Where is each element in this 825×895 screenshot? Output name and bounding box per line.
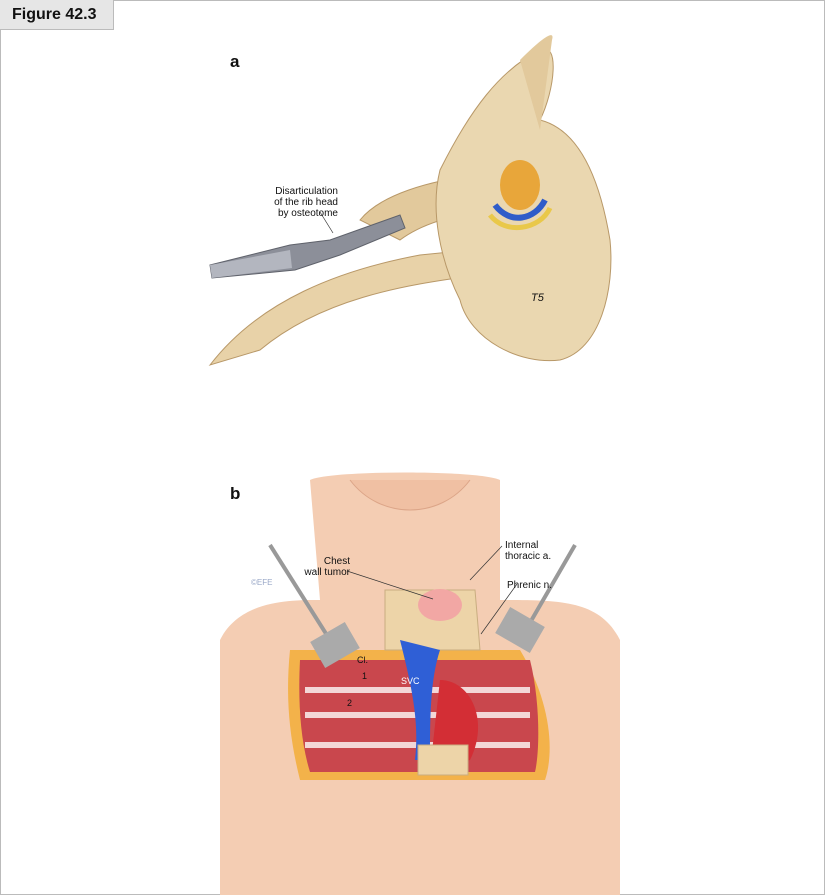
figure-title: Figure 42.3 xyxy=(0,0,114,30)
callout-tumor-line-2: wall tumor xyxy=(304,567,350,578)
callout-disarticulation: Disarticulation of the rib head by osteo… xyxy=(262,186,338,219)
callout-line-3: by osteotome xyxy=(277,208,338,219)
callout-line xyxy=(319,211,334,234)
callout-internal-thoracic: Internal thoracic a. xyxy=(505,540,551,562)
copyright-mark: ©EFE xyxy=(251,578,273,587)
panel-a-illustration xyxy=(208,35,612,366)
callout-artery-line-1: Internal xyxy=(505,540,539,551)
callout-artery-line-2: thoracic a. xyxy=(505,551,552,562)
callout-chest-wall-tumor: Chest wall tumor xyxy=(300,556,350,578)
label-clavicle: Cl. xyxy=(357,655,368,665)
panel-b-illustration xyxy=(220,472,620,895)
callout-lines xyxy=(346,545,518,635)
callout-line-2: of the rib head xyxy=(274,197,338,208)
callout-tumor-line-1: Chest xyxy=(323,556,350,567)
vertebra-label: T5 xyxy=(531,292,544,304)
panel-a-letter: a xyxy=(230,52,240,71)
label-rib-2: 2 xyxy=(347,698,353,708)
label-rib-1: 1 xyxy=(362,671,368,681)
callout-phrenic-nerve: Phrenic n. xyxy=(507,580,553,591)
callout-line-1: Disarticulation xyxy=(275,186,338,197)
label-svc: SVC xyxy=(401,676,420,686)
panel-b-letter: b xyxy=(230,484,241,503)
